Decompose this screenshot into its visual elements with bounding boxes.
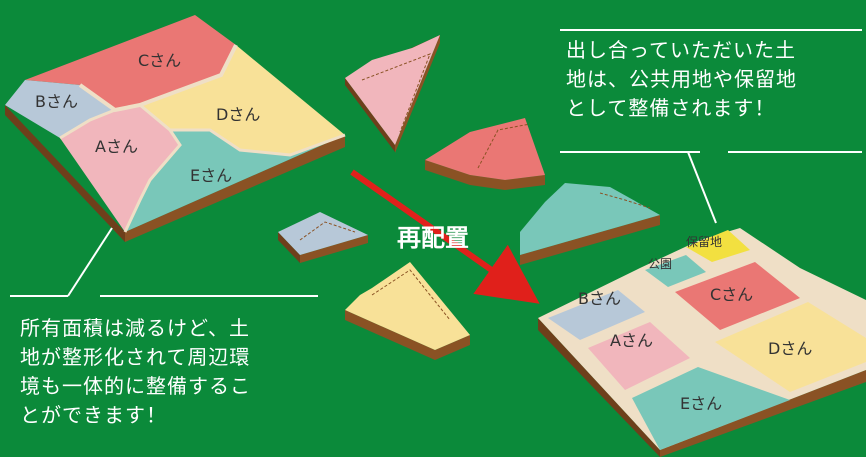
after-label-reserve: 保留地 bbox=[686, 235, 722, 249]
before-label-b: Bさん bbox=[35, 92, 78, 111]
before-label-a: Aさん bbox=[95, 137, 138, 156]
before-parcel-c bbox=[25, 15, 236, 110]
after-label-park: 公園 bbox=[648, 257, 672, 271]
relocation-label: 再配置 bbox=[397, 224, 469, 252]
before-boundary-1 bbox=[139, 103, 346, 157]
before-soil-left bbox=[5, 105, 125, 242]
after-parcel-e bbox=[632, 367, 790, 450]
after-land-block: 保留地 公園 Bさん Cさん Aさん Dさん Eさん bbox=[538, 228, 866, 457]
after-parcel-b bbox=[548, 290, 645, 340]
before-boundary-3 bbox=[123, 129, 182, 233]
piece-blue bbox=[278, 212, 368, 263]
relocation-arrow bbox=[350, 169, 540, 304]
after-label-d: Dさん bbox=[768, 339, 812, 358]
after-label-b: Bさん bbox=[578, 289, 621, 308]
note-bottom-left: 所有面積は減るけど、土 地が整形化されて周辺環 境も一体的に整備するこ とができ… bbox=[20, 316, 251, 427]
after-parcel-c bbox=[675, 262, 800, 330]
after-parcel-d bbox=[715, 302, 866, 392]
piece-pink bbox=[345, 35, 440, 153]
before-soil-front bbox=[125, 135, 345, 242]
after-parcel-a bbox=[588, 322, 690, 390]
callout-bottom-left bbox=[10, 227, 318, 297]
piece-red bbox=[425, 118, 545, 190]
before-label-c: Cさん bbox=[138, 51, 181, 70]
after-label-e: Eさん bbox=[680, 394, 722, 413]
after-soil-front bbox=[660, 370, 866, 457]
after-label-c: Cさん bbox=[710, 285, 753, 304]
piece-yellow bbox=[345, 262, 470, 360]
before-boundary-2 bbox=[59, 108, 116, 140]
callout-top-right bbox=[560, 29, 862, 224]
after-soil-left bbox=[538, 318, 660, 457]
after-park bbox=[645, 255, 706, 287]
after-label-a: Aさん bbox=[610, 331, 653, 350]
note-top-right: 出し合っていただいた土 地は、公共用地や保留地 として整備されます！ bbox=[566, 38, 797, 120]
before-parcel-d bbox=[140, 45, 345, 155]
before-parcel-a bbox=[60, 105, 180, 232]
before-land-block: Cさん Bさん Aさん Dさん Eさん bbox=[5, 15, 346, 242]
before-label-d: Dさん bbox=[216, 105, 260, 124]
before-label-e: Eさん bbox=[190, 166, 232, 185]
piece-teal bbox=[520, 183, 660, 265]
before-parcel-b bbox=[5, 80, 115, 138]
after-road-network bbox=[538, 228, 866, 450]
after-reserve-land bbox=[686, 230, 750, 262]
